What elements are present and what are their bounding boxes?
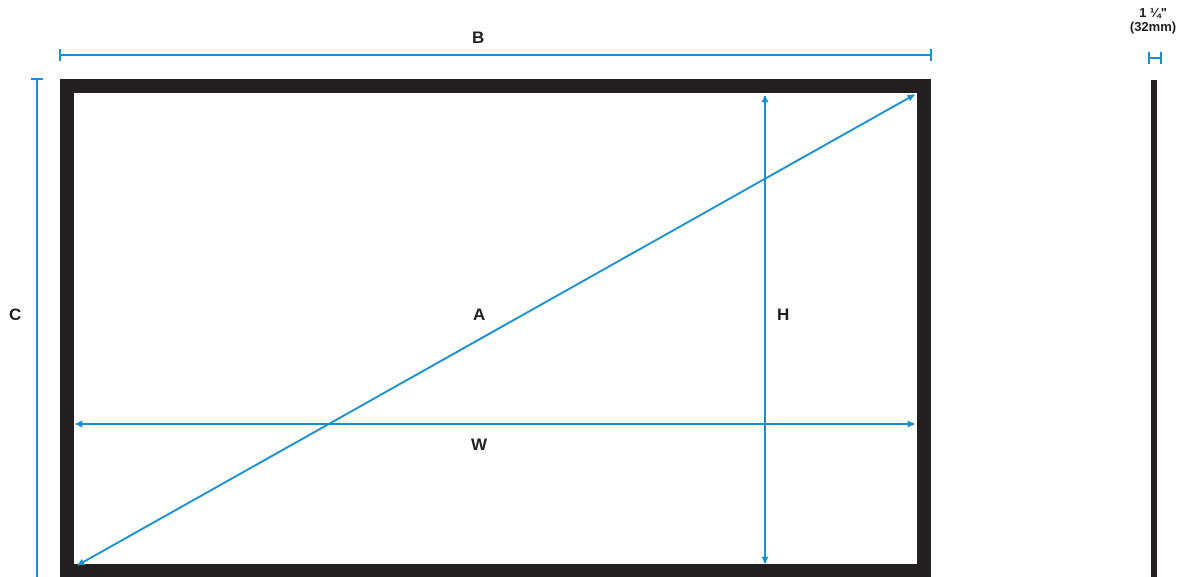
depth-metric: (32mm)	[1129, 19, 1177, 35]
label-h: H	[777, 305, 790, 324]
depth-dimension	[1148, 52, 1162, 64]
depth-imperial: 1 ¼"	[1139, 5, 1167, 20]
label-a: A	[473, 305, 486, 324]
label-w: W	[471, 435, 488, 454]
side-profile-frame	[1151, 80, 1157, 577]
screen-frame	[60, 79, 931, 577]
label-b: B	[472, 28, 485, 47]
label-c: C	[9, 305, 22, 324]
outer-height-dimension	[31, 78, 43, 577]
depth-label: 1 ¼" (32mm)	[1117, 5, 1189, 35]
outer-width-dimension	[59, 49, 932, 61]
diagonal-arrow	[77, 94, 915, 566]
